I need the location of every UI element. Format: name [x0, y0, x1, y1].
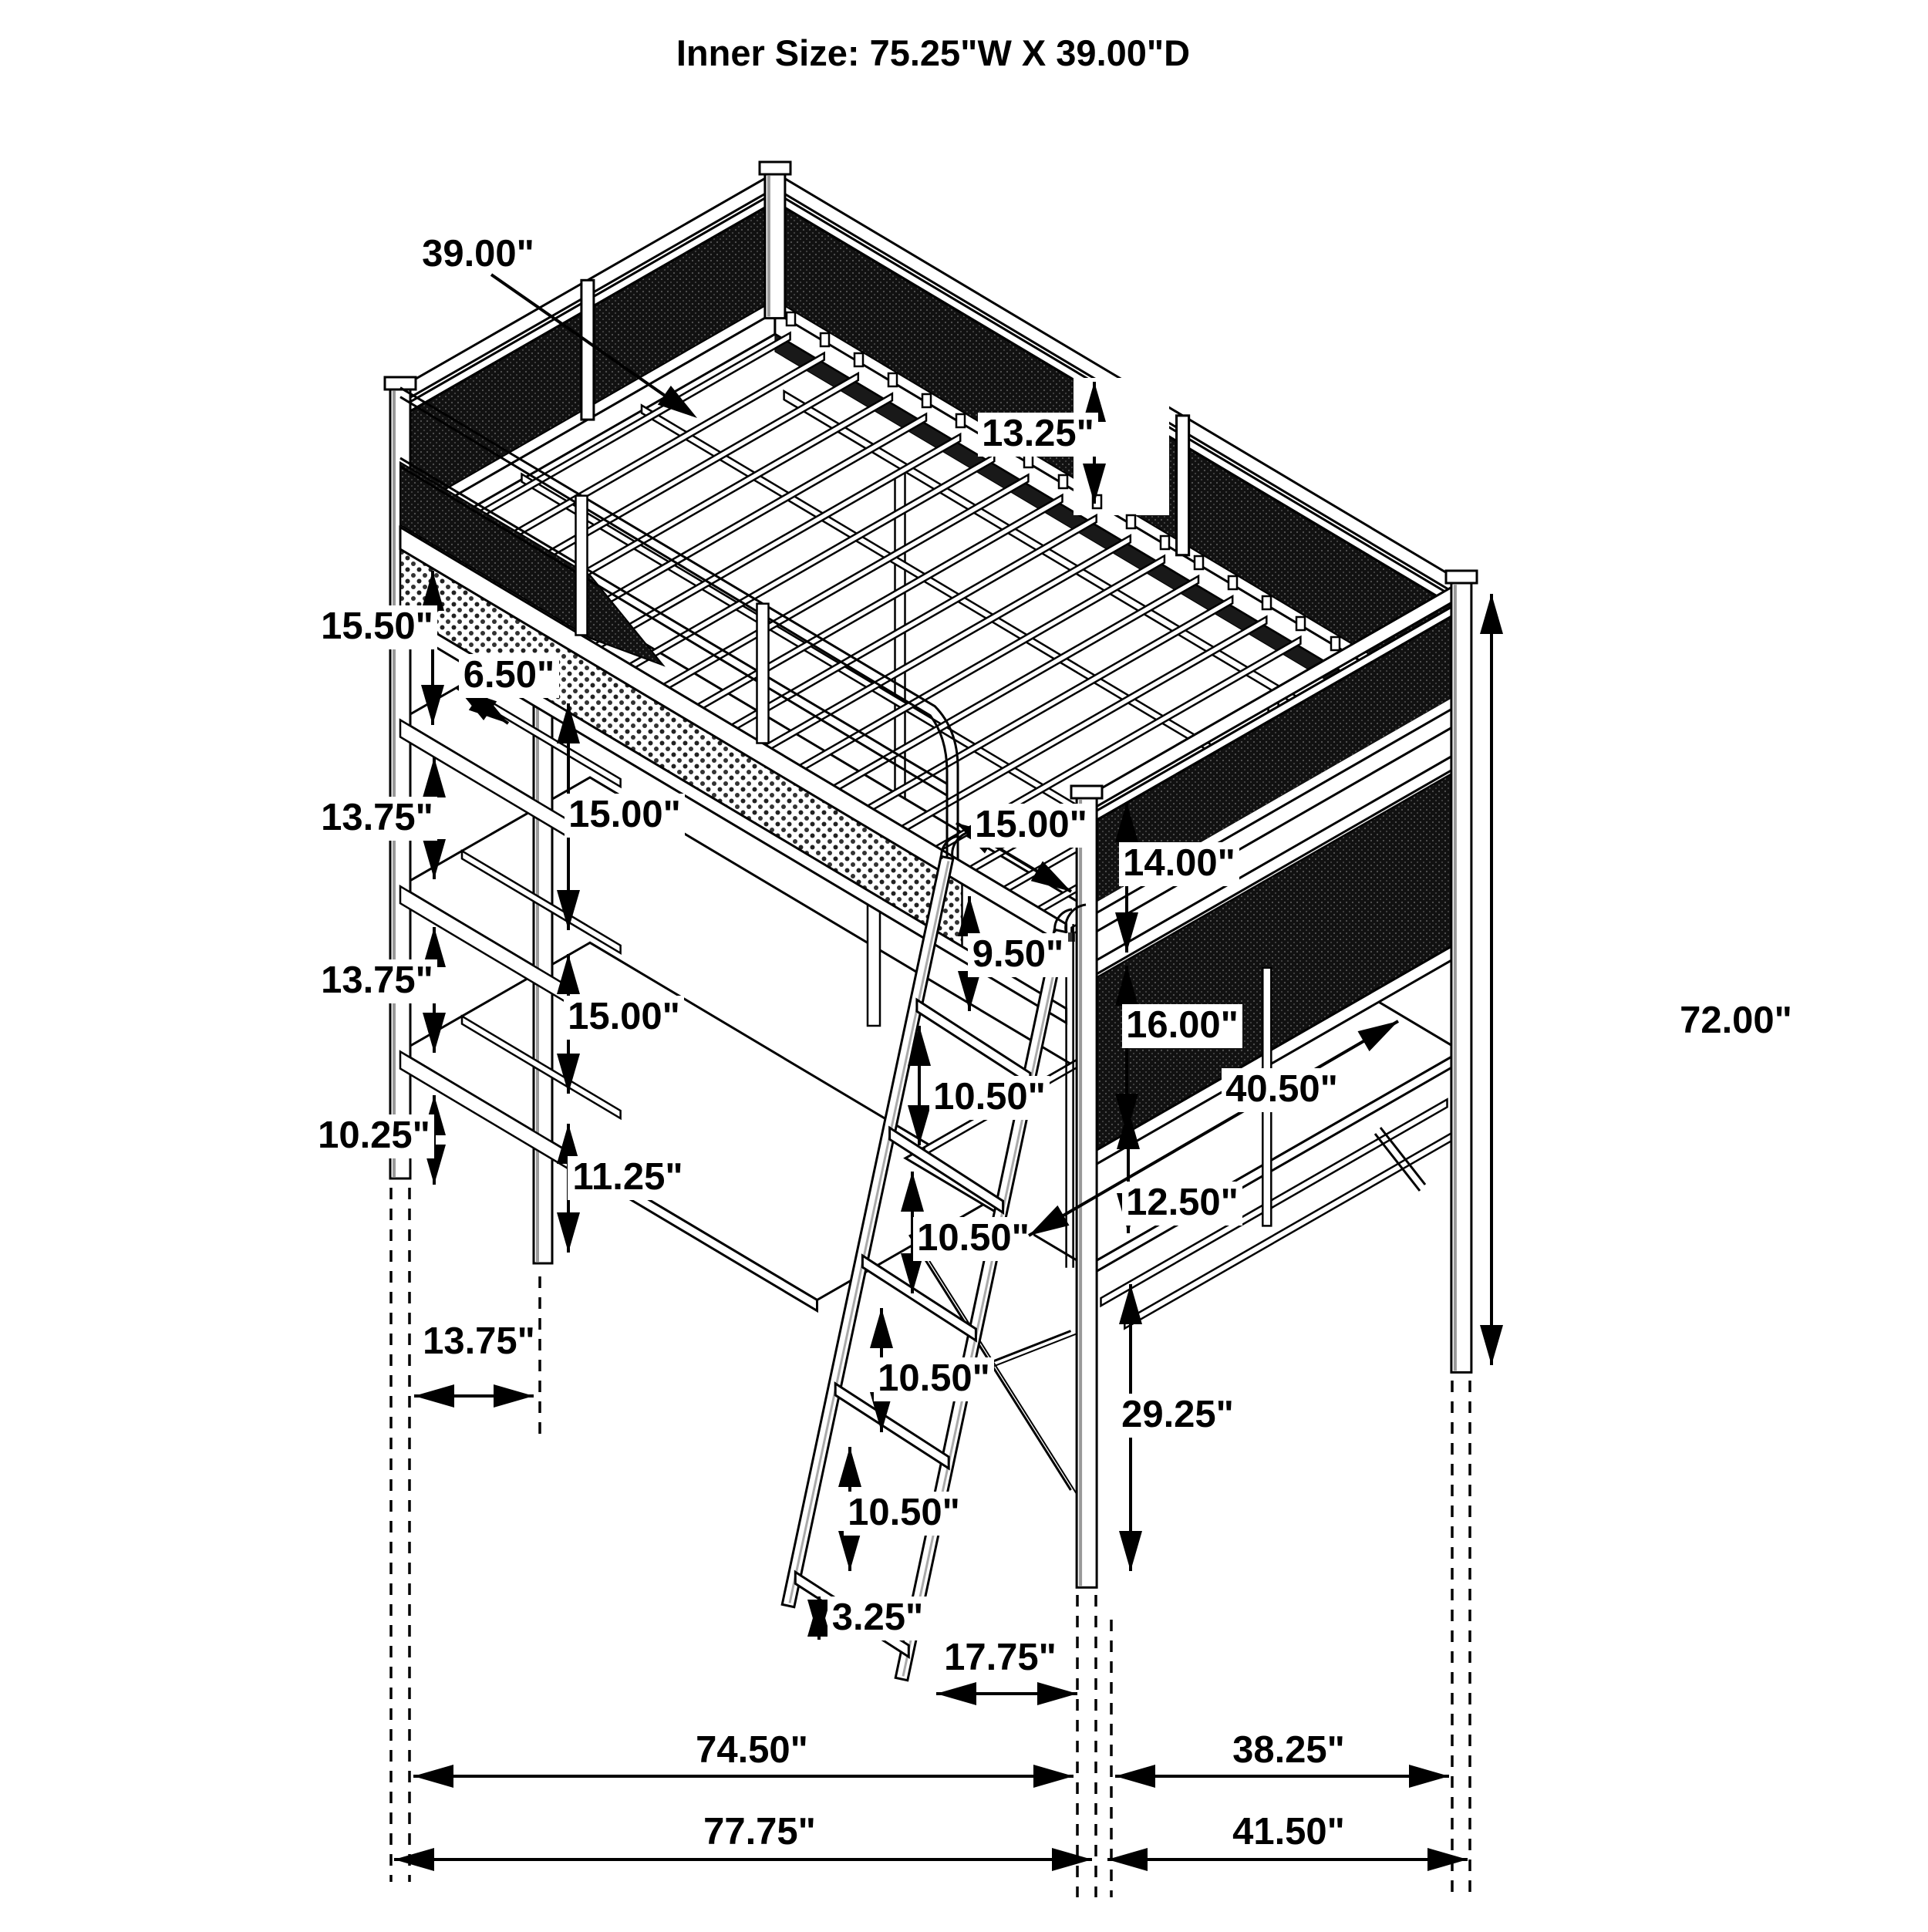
svg-text:40.50": 40.50" — [1225, 1068, 1338, 1110]
svg-text:15.00": 15.00" — [975, 804, 1087, 845]
svg-text:9.50": 9.50" — [972, 933, 1064, 975]
svg-text:15.00": 15.00" — [568, 996, 680, 1037]
svg-text:13.25": 13.25" — [982, 413, 1094, 454]
svg-text:77.75": 77.75" — [703, 1811, 816, 1853]
svg-text:15.50": 15.50" — [321, 605, 433, 647]
svg-text:10.50": 10.50" — [878, 1357, 990, 1399]
svg-text:10.50": 10.50" — [917, 1217, 1030, 1259]
svg-text:29.25": 29.25" — [1121, 1394, 1234, 1435]
svg-text:74.50": 74.50" — [696, 1729, 808, 1771]
svg-text:3.25": 3.25" — [832, 1597, 924, 1638]
svg-text:41.50": 41.50" — [1232, 1811, 1345, 1853]
svg-text:17.75": 17.75" — [944, 1637, 1057, 1678]
svg-text:39.00": 39.00" — [422, 233, 534, 275]
svg-text:6.50": 6.50" — [463, 654, 555, 696]
svg-text:14.00": 14.00" — [1123, 842, 1235, 884]
svg-text:16.00": 16.00" — [1126, 1004, 1239, 1046]
svg-text:38.25": 38.25" — [1232, 1729, 1345, 1771]
svg-text:12.50": 12.50" — [1126, 1182, 1239, 1223]
svg-text:15.00": 15.00" — [568, 794, 681, 835]
svg-text:11.25": 11.25" — [572, 1156, 683, 1198]
svg-text:72.00": 72.00" — [1680, 1000, 1792, 1041]
svg-text:10.25": 10.25" — [318, 1114, 430, 1156]
svg-text:13.75": 13.75" — [321, 797, 433, 838]
svg-text:10.50": 10.50" — [848, 1492, 960, 1533]
svg-text:13.75": 13.75" — [321, 959, 433, 1001]
svg-text:13.75": 13.75" — [423, 1320, 535, 1362]
svg-text:Inner Size: 75.25"W X 39.00"D: Inner Size: 75.25"W X 39.00"D — [676, 32, 1190, 73]
svg-text:10.50": 10.50" — [933, 1076, 1046, 1118]
